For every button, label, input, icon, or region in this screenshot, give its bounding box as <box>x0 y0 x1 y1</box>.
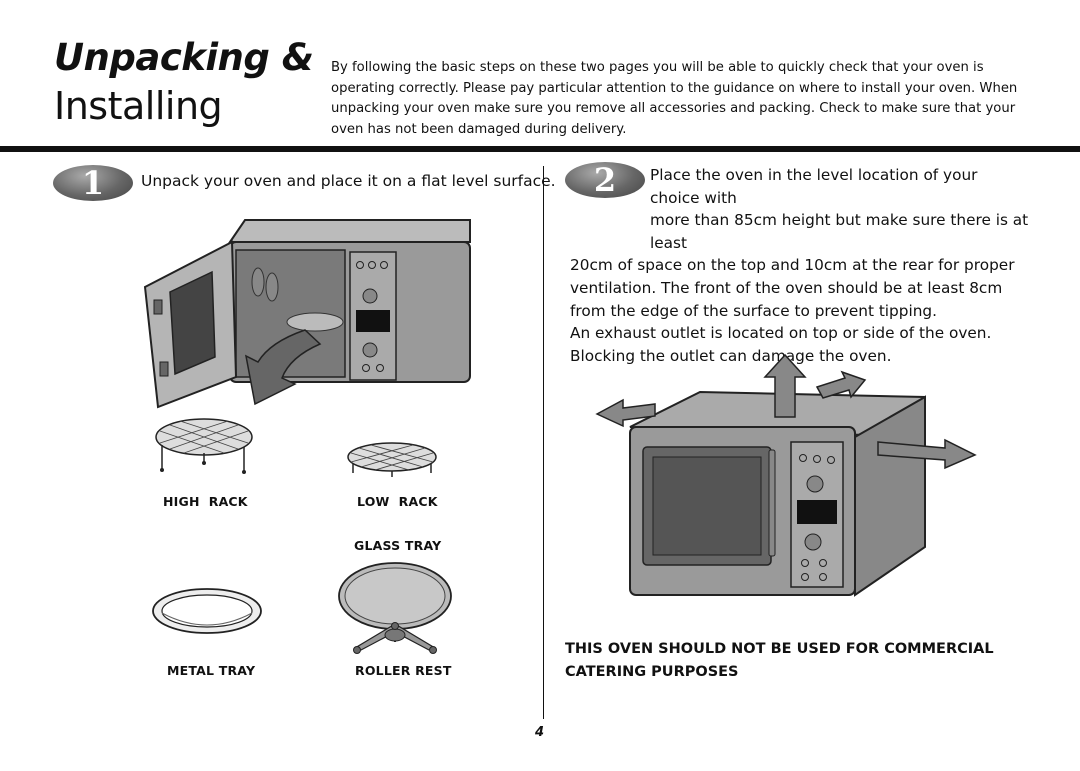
step-1-text: Unpack your oven and place it on a flat … <box>141 172 556 190</box>
step-2-line-1: Place the oven in the level location of … <box>650 166 978 207</box>
low-rack-label: LOW RACK <box>357 494 438 509</box>
roller-rest-shape <box>353 622 437 654</box>
step-1-badge: 1 <box>53 165 133 201</box>
high-rack-label: HIGH RACK <box>163 494 248 509</box>
page-title: Unpacking & <box>54 36 314 79</box>
step-2-line-2: more than 85cm height but make sure ther… <box>650 211 1029 252</box>
step-2-text: Place the oven in the level location of … <box>570 164 1030 367</box>
step-2-body: 20cm of space on the top and 10cm at the… <box>570 256 1015 320</box>
page-subtitle: Installing <box>54 84 223 128</box>
open-oven-illustration <box>143 219 471 409</box>
glass-tray-label: GLASS TRAY <box>354 538 442 553</box>
commercial-warning: THIS OVEN SHOULD NOT BE USED FOR COMMERC… <box>565 641 994 680</box>
roller-rest-label: ROLLER REST <box>355 663 452 678</box>
metal-tray-label: METAL TRAY <box>167 663 256 678</box>
step-2-badge: 2 <box>565 162 645 198</box>
low-rack-illustration <box>347 442 437 477</box>
oven-ventilation-illustration <box>595 353 977 597</box>
high-rack-illustration <box>155 418 253 474</box>
intro-paragraph: By following the basic steps on these tw… <box>331 60 1018 137</box>
column-divider <box>543 166 544 719</box>
metal-tray-illustration <box>152 588 262 634</box>
exhaust-note: An exhaust outlet is located on top or s… <box>570 324 992 365</box>
header-divider <box>0 146 1080 152</box>
page-number: 4 <box>535 725 545 740</box>
glass-tray-illustration <box>338 562 452 654</box>
